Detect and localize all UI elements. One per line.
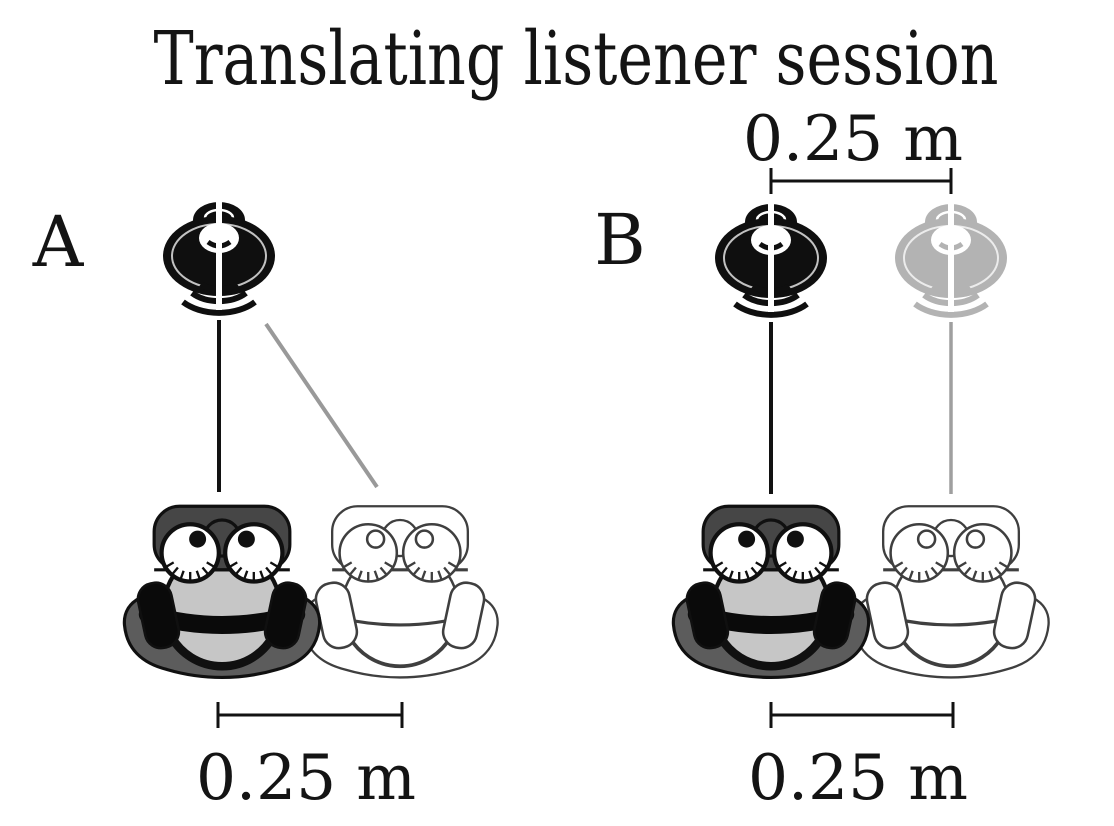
listener-head-top-view-outline-icon (302, 506, 498, 678)
panel-a-label: A (32, 201, 85, 283)
figure-title: Translating listener session (154, 16, 999, 102)
panel-b-top-distance-label: 0.25 m (743, 102, 963, 175)
panel-b-bottom-distance-label: 0.25 m (748, 741, 968, 814)
panel-b: B 0.25 m 0.25 m (594, 102, 1049, 814)
panel-a-bottom-distance-label: 0.25 m (196, 741, 416, 814)
listener-head-top-view-filled-icon (673, 506, 869, 678)
panel-a: A 0.25 m (32, 196, 498, 814)
loudspeaker-top-view-icon (163, 196, 275, 313)
loudspeaker-top-view-icon (715, 198, 827, 315)
distance-measure-bar-icon (216, 702, 404, 728)
sound-path-line-far (264, 322, 379, 489)
distance-measure-bar-icon (769, 168, 953, 194)
loudspeaker-top-view-ghost-icon (895, 198, 1007, 315)
listener-head-top-view-outline-icon (853, 506, 1049, 678)
distance-measure-bar-icon (769, 702, 955, 728)
panel-b-label: B (594, 199, 645, 281)
listener-head-top-view-filled-icon (124, 506, 320, 678)
